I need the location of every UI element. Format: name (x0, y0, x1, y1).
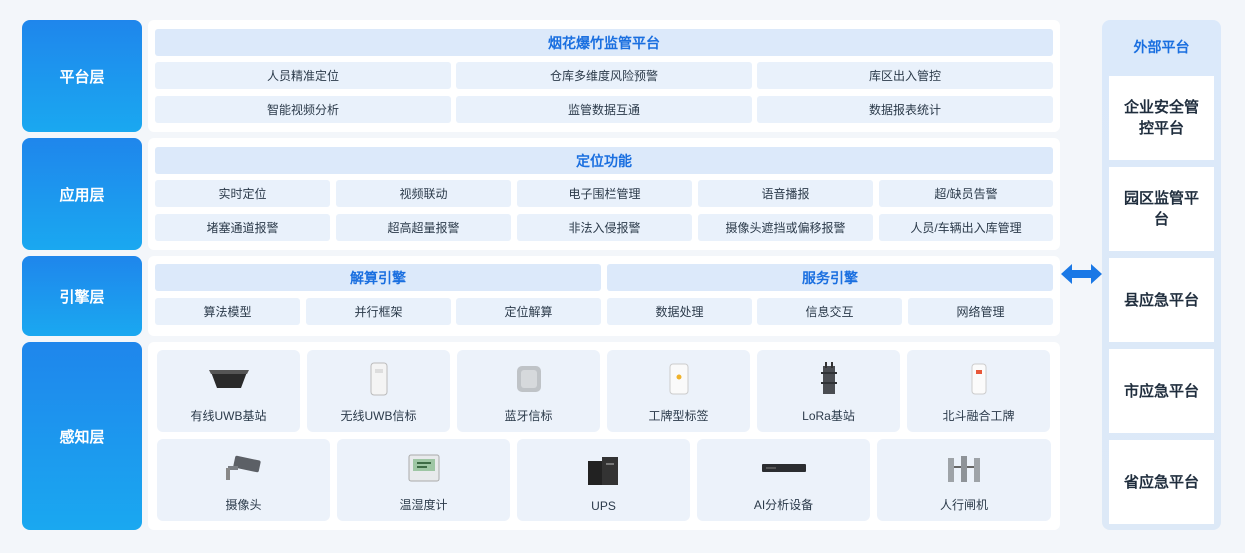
application-item[interactable]: 电子围栏管理 (517, 180, 692, 207)
external-item[interactable]: 园区监管平台 (1109, 167, 1214, 251)
ai-device-icon (754, 448, 814, 488)
device-label: 工牌型标签 (648, 409, 709, 423)
device-card[interactable]: 蓝牙信标 (457, 350, 600, 432)
bluetooth-beacon-icon (499, 359, 559, 399)
application-item[interactable]: 语音播报 (698, 180, 873, 207)
layer-label-platform: 平台层 (22, 20, 142, 132)
engine-item[interactable]: 信息交互 (757, 298, 902, 325)
device-label: UPS (591, 499, 616, 513)
device-label: 北斗融合工牌 (942, 409, 1015, 423)
perception-panel: 有线UWB基站 无线UWB信标 蓝牙信标 工牌型标签 LoRa基站 北斗融合工牌 (148, 342, 1060, 530)
device-card[interactable]: UPS (517, 439, 690, 521)
hygrometer-icon (394, 448, 454, 488)
beidou-badge-icon (949, 359, 1009, 399)
ups-icon (574, 451, 634, 491)
external-item[interactable]: 市应急平台 (1109, 349, 1214, 433)
device-card[interactable]: 温湿度计 (337, 439, 510, 521)
device-card[interactable]: 摄像头 (157, 439, 330, 521)
camera-icon (214, 448, 274, 488)
uwb-beacon-icon (349, 359, 409, 399)
platform-title: 烟花爆竹监管平台 (155, 29, 1053, 56)
platform-item[interactable]: 库区出入管控 (757, 62, 1053, 89)
device-card[interactable]: 人行闸机 (877, 439, 1051, 521)
application-item[interactable]: 人员/车辆出入库管理 (879, 214, 1053, 241)
platform-item[interactable]: 智能视频分析 (155, 96, 451, 123)
engine-item[interactable]: 数据处理 (607, 298, 752, 325)
device-label: LoRa基站 (802, 409, 855, 423)
application-item[interactable]: 超/缺员告警 (879, 180, 1053, 207)
lora-base-station-icon (799, 359, 859, 399)
external-platforms: 外部平台 企业安全管控平台 园区监管平台 县应急平台 市应急平台 省应急平台 (1102, 20, 1221, 530)
device-label: 温湿度计 (399, 498, 448, 512)
badge-tag-icon (649, 359, 709, 399)
engine-item[interactable]: 并行框架 (306, 298, 451, 325)
application-item[interactable]: 堵塞通道报警 (155, 214, 330, 241)
device-card[interactable]: 北斗融合工牌 (907, 350, 1050, 432)
device-label: AI分析设备 (753, 498, 814, 512)
uwb-base-station-icon (199, 359, 259, 399)
application-item[interactable]: 非法入侵报警 (517, 214, 692, 241)
application-panel: 定位功能 实时定位 视频联动 电子围栏管理 语音播报 超/缺员告警 堵塞通道报警… (148, 138, 1060, 250)
engine-left-title: 解算引擎 (155, 264, 601, 291)
device-label: 蓝牙信标 (504, 409, 553, 423)
application-item[interactable]: 摄像头遮挡或偏移报警 (698, 214, 873, 241)
engine-item[interactable]: 算法模型 (155, 298, 300, 325)
application-title: 定位功能 (155, 147, 1053, 174)
platform-item[interactable]: 监管数据互通 (456, 96, 752, 123)
device-label: 无线UWB信标 (340, 409, 417, 423)
external-item[interactable]: 企业安全管控平台 (1109, 76, 1214, 160)
application-item[interactable]: 实时定位 (155, 180, 330, 207)
turnstile-icon (934, 448, 994, 488)
device-card[interactable]: 有线UWB基站 (157, 350, 300, 432)
device-card[interactable]: LoRa基站 (757, 350, 900, 432)
device-label: 摄像头 (225, 498, 262, 512)
engine-panel: 解算引擎 服务引擎 算法模型 并行框架 定位解算 数据处理 信息交互 网络管理 (148, 256, 1060, 336)
device-label: 人行闸机 (939, 498, 988, 512)
layer-label-application: 应用层 (22, 138, 142, 250)
engine-item[interactable]: 网络管理 (908, 298, 1053, 325)
device-card[interactable]: 工牌型标签 (607, 350, 750, 432)
layer-label-perception: 感知层 (22, 342, 142, 530)
layer-label-engine: 引擎层 (22, 256, 142, 336)
application-item[interactable]: 视频联动 (336, 180, 511, 207)
engine-right-title: 服务引擎 (607, 264, 1053, 291)
bidirectional-arrow-icon (1061, 264, 1102, 284)
platform-item[interactable]: 仓库多维度风险预警 (456, 62, 752, 89)
external-item[interactable]: 省应急平台 (1109, 440, 1214, 524)
device-label: 有线UWB基站 (190, 409, 267, 423)
platform-item[interactable]: 数据报表统计 (757, 96, 1053, 123)
external-item[interactable]: 县应急平台 (1109, 258, 1214, 342)
engine-item[interactable]: 定位解算 (456, 298, 601, 325)
platform-panel: 烟花爆竹监管平台 人员精准定位 仓库多维度风险预警 库区出入管控 智能视频分析 … (148, 20, 1060, 132)
application-item[interactable]: 超高超量报警 (336, 214, 511, 241)
device-card[interactable]: 无线UWB信标 (307, 350, 450, 432)
device-card[interactable]: AI分析设备 (697, 439, 870, 521)
platform-item[interactable]: 人员精准定位 (155, 62, 451, 89)
external-title: 外部平台 (1133, 39, 1190, 55)
